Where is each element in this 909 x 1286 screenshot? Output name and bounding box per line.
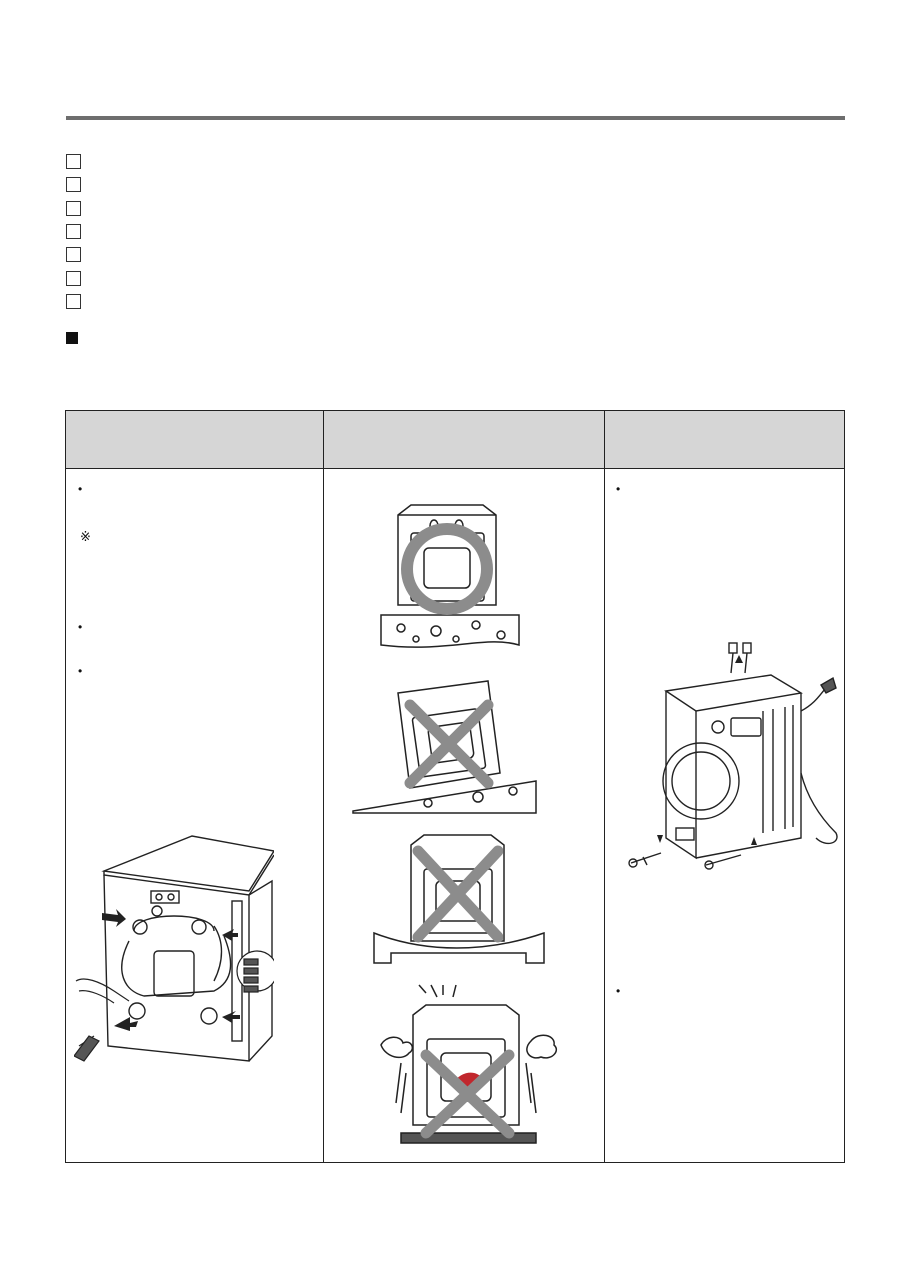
checkbox[interactable]: [66, 177, 81, 193]
checkbox[interactable]: [66, 247, 81, 263]
checklist-item[interactable]: [66, 197, 89, 220]
bullet: •: [616, 984, 621, 998]
front-view-leveling-feet-illustration: [628, 642, 838, 870]
sloped-floor-no-illustration: [352, 680, 537, 814]
note-mark: ※: [80, 529, 91, 544]
column-divider: [604, 411, 605, 1162]
table-header-cell: [604, 411, 844, 467]
uneven-floor-no-illustration: [373, 834, 545, 964]
checkbox[interactable]: [66, 270, 81, 286]
checklist-item[interactable]: [66, 266, 89, 289]
top-rule: [66, 116, 845, 120]
level-floor-ok-illustration: [380, 504, 520, 648]
vibrating-unstable-no-illustration: [380, 984, 558, 1144]
checklist-item[interactable]: [66, 243, 89, 266]
installation-table: • ※ • • • •: [65, 410, 845, 1163]
section-marker-square-icon: [66, 332, 78, 344]
table-header-cell: [323, 411, 604, 467]
bullet: •: [616, 482, 621, 496]
checklist: [66, 150, 89, 313]
checkbox[interactable]: [66, 224, 81, 240]
checklist-item[interactable]: [66, 220, 89, 243]
column-divider: [323, 411, 324, 1162]
checkbox[interactable]: [66, 200, 81, 216]
table-header-cell: [66, 411, 323, 467]
checklist-item[interactable]: [66, 290, 89, 313]
bullet: •: [78, 482, 83, 496]
bullet: •: [78, 664, 83, 678]
bullet: •: [78, 620, 83, 634]
checkbox[interactable]: [66, 293, 81, 309]
checkbox[interactable]: [66, 154, 81, 170]
checklist-item[interactable]: [66, 173, 89, 196]
table-header-row: [66, 411, 844, 469]
rear-view-transit-bolts-illustration: [74, 835, 274, 1062]
checklist-item[interactable]: [66, 150, 89, 173]
ok-circle-icon: [401, 523, 493, 615]
